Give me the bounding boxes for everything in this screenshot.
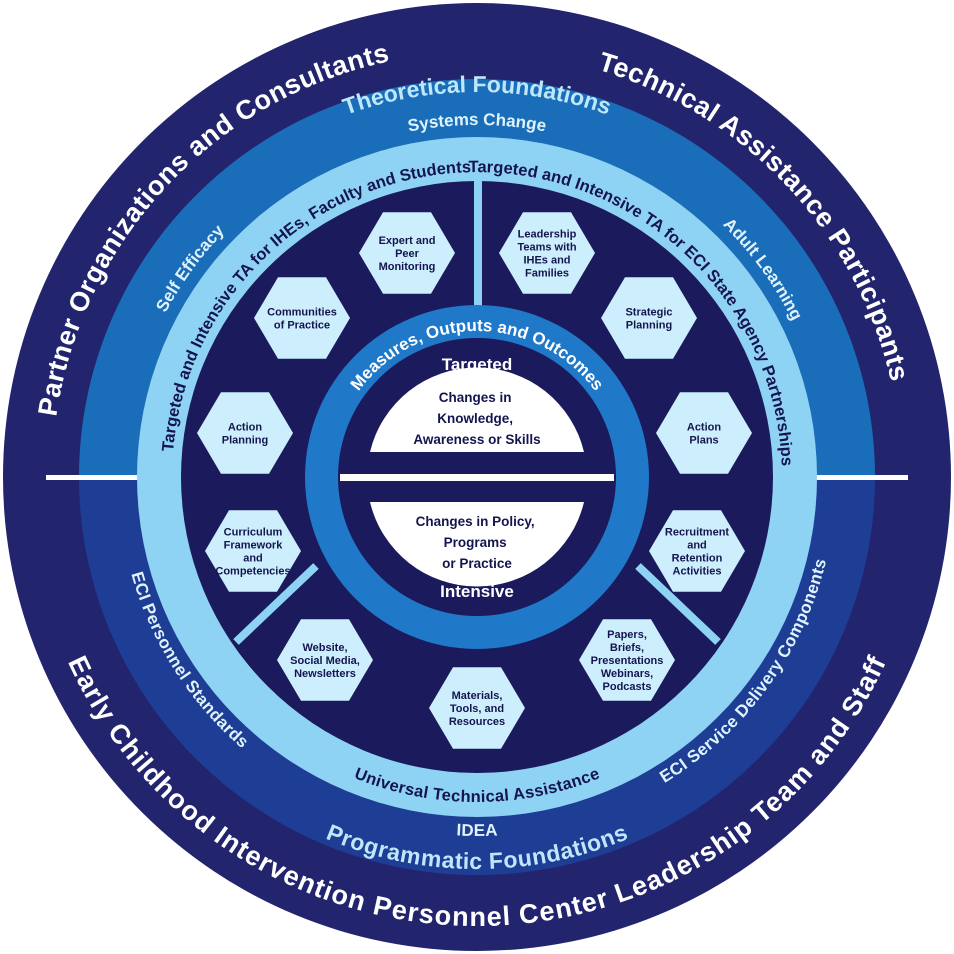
hexagon-label-line: Expert and	[379, 235, 436, 247]
hexagon-label-line: Recruitment	[665, 527, 730, 539]
hexagon-shape	[601, 277, 697, 359]
hex-website-social: Website,Social Media,Newsletters	[277, 619, 373, 701]
hexagon-shape	[277, 619, 373, 701]
center-bottom-panel	[370, 502, 584, 587]
top-spoke	[474, 180, 482, 310]
hexagon-label-line: Social Media,	[290, 655, 360, 667]
hexagon-shape	[205, 510, 301, 592]
hexagon-label-line: Planning	[222, 435, 268, 447]
hexagon-label-line: Peer	[395, 248, 420, 260]
hexagon-label-line: Strategic	[625, 307, 672, 319]
hexagon-label-line: Families	[525, 268, 569, 280]
center-top-line-2: Knowledge,	[437, 411, 513, 426]
center-bottom-line-3: or Practice	[442, 556, 512, 571]
hexagon-label-line: Podcasts	[603, 681, 652, 693]
hexagon-label-line: Website,	[302, 642, 347, 654]
intensive-label: Intensive	[440, 582, 514, 601]
hexagon-shape	[254, 277, 350, 359]
hexagon-shape	[429, 667, 525, 749]
hexagon-label-line: Plans	[689, 435, 718, 447]
hexagon-shape	[359, 212, 455, 294]
hexagon-label-line: Presentations	[591, 655, 664, 667]
hexagon-label-line: Retention	[672, 553, 723, 565]
hexagon-shape	[499, 212, 595, 294]
left-spoke	[233, 563, 319, 645]
hexagon-label: Website,Social Media,Newsletters	[290, 642, 360, 680]
hexagon-label-line: Monitoring	[379, 261, 436, 273]
hexagon-label-line: Action	[687, 422, 722, 434]
hexagon-shape	[656, 392, 752, 474]
hexagon-label-line: Planning	[626, 320, 672, 332]
center-bottom-line-1: Changes in Policy,	[416, 514, 535, 529]
hexagon-label-line: IHEs and	[523, 255, 570, 267]
hexagon-label-line: of Practice	[274, 320, 330, 332]
idea-label: IDEA	[456, 820, 498, 840]
hexagon-label-line: and	[687, 540, 707, 552]
center-top-text: Changes in Knowledge, Awareness or Skill…	[413, 390, 540, 447]
hexagon-shape	[579, 619, 675, 701]
hexagon-label-line: Newsletters	[294, 668, 356, 680]
hexagon-label-line: Papers,	[607, 629, 647, 641]
hexagon-label-line: Activities	[673, 566, 722, 578]
hexagon-label-line: Competencies	[215, 566, 290, 578]
hexagon-label-line: and	[243, 553, 263, 565]
hexagon-label-line: Teams with	[517, 242, 576, 254]
center-divider	[340, 474, 614, 481]
hexagon-shape	[197, 392, 293, 474]
hexagon-label-line: Framework	[224, 540, 284, 552]
hexagon-label-line: Briefs,	[610, 642, 644, 654]
center-top-line-1: Changes in	[439, 390, 512, 405]
hexagon-label-line: Leadership	[518, 229, 577, 241]
center-bottom-line-2: Programs	[444, 535, 507, 550]
hexagon-shape	[649, 510, 745, 592]
center-top-panel	[370, 367, 584, 452]
hexagon-label-line: Communities	[267, 307, 337, 319]
right-spoke	[635, 563, 721, 645]
center-bottom-text: Changes in Policy, Programs or Practice	[416, 514, 539, 571]
hexagon-label-line: Tools, and	[450, 703, 504, 715]
hexagon-label-line: Webinars,	[601, 668, 653, 680]
hexagon-label-line: Action	[228, 422, 263, 434]
targeted-label: Targeted	[442, 355, 513, 374]
hexagon-label-line: Curriculum	[224, 527, 283, 539]
hexagon-label-line: Materials,	[452, 690, 503, 702]
hexagon-label-line: Resources	[449, 716, 505, 728]
center-top-line-3: Awareness or Skills	[413, 432, 540, 447]
